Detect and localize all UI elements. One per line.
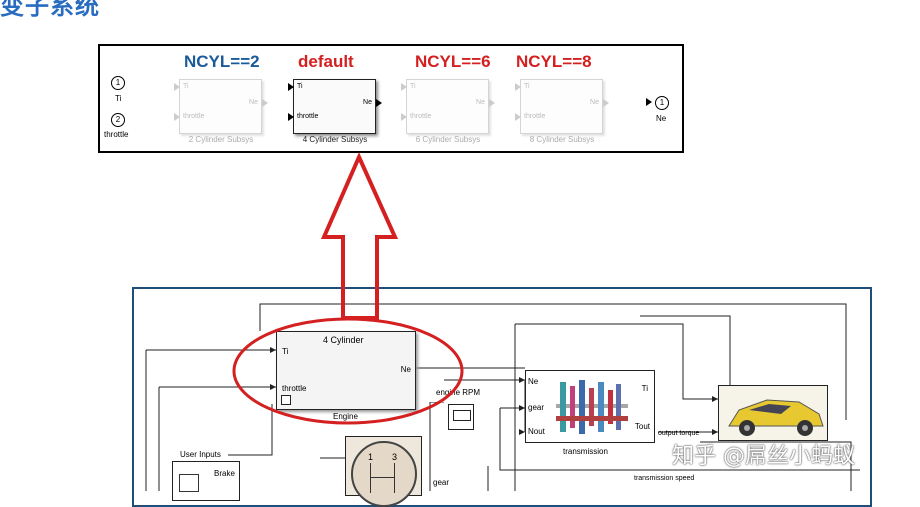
output-arrow-icon: [603, 99, 609, 107]
engine-port-throttle: throttle: [282, 384, 307, 393]
page-heading: 变子系统: [0, 0, 100, 20]
inport-throttle-label: throttle: [104, 130, 129, 139]
output-torque-label: output torque: [658, 430, 700, 437]
outport-ne[interactable]: 1: [655, 96, 669, 110]
transmission-block[interactable]: Ne gear Nout Ti Tout: [525, 370, 655, 443]
vehicle-block[interactable]: [718, 385, 828, 441]
port-throttle: throttle: [524, 113, 546, 120]
port-ti: Ti: [410, 83, 416, 90]
input-arrow-icon: [174, 113, 180, 121]
transmission-port-nout: Nout: [528, 427, 545, 436]
highlight-ellipse: [232, 317, 464, 425]
variant-condition-8: NCYL==8: [516, 52, 592, 71]
model-wiring: [145, 303, 860, 491]
engine-title: 4 Cylinder: [323, 335, 364, 345]
port-ti: Ti: [524, 83, 530, 90]
outport-arrow-icon: [646, 98, 652, 106]
gearbox-icon: [556, 380, 628, 434]
outport-ne-label: Ne: [656, 114, 667, 123]
port-ne: Ne: [590, 99, 599, 106]
transmission-port-ti: Ti: [641, 384, 648, 393]
inport-ti[interactable]: 1: [111, 76, 125, 90]
shift-label: 1: [368, 452, 374, 462]
transmission-port-ne: Ne: [528, 377, 539, 386]
watermark: 知乎 @屌丝小蚂蚁: [672, 444, 855, 469]
inport-throttle[interactable]: 2: [111, 113, 125, 127]
input-arrow-icon: [401, 83, 407, 91]
port-ti: Ti: [297, 83, 303, 90]
input-arrow-icon: [515, 83, 521, 91]
subsystem-6-cylinder[interactable]: Ti throttle Ne: [401, 79, 495, 134]
subsystem-caption: 8 Cylinder Subsys: [529, 135, 595, 144]
engine-rpm-label: engine RPM: [436, 388, 481, 397]
port-ti: Ti: [183, 83, 189, 90]
engine-port-ti: Ti: [282, 347, 289, 356]
car-icon: [719, 386, 827, 440]
output-arrow-icon: [262, 99, 268, 107]
variant-condition-6: NCYL==6: [415, 52, 491, 71]
output-arrow-icon: [376, 99, 382, 107]
input-arrow-icon: [401, 113, 407, 121]
subsystem-4-cylinder[interactable]: Ti throttle Ne: [288, 79, 382, 134]
inport-ti-label: Ti: [115, 94, 122, 103]
input-arrow-icon: [288, 83, 294, 91]
input-arrow-icon: [288, 113, 294, 121]
engine-rpm-scope[interactable]: [448, 404, 474, 430]
user-inputs-label: User Inputs: [180, 450, 221, 459]
subsystem-8-cylinder[interactable]: Ti throttle Ne: [515, 79, 609, 134]
output-arrow-icon: [489, 99, 495, 107]
port-ne: Ne: [476, 99, 485, 106]
scope-icon: [453, 410, 471, 421]
port-ne: Ne: [249, 99, 258, 106]
transmission-caption: transmission: [563, 447, 608, 456]
variant-subsystem-panel: NCYL==2 default NCYL==6 NCYL==8 1 Ti 2 t…: [98, 44, 684, 153]
gear-signal-label: gear: [433, 478, 450, 487]
subsystem-caption: 2 Cylinder Subsys: [188, 135, 254, 144]
transmission-port-gear: gear: [528, 403, 545, 412]
port-throttle: throttle: [183, 113, 205, 120]
up-arrow-icon: [320, 152, 399, 320]
engine-port-ne: Ne: [400, 365, 411, 374]
port-throttle: throttle: [297, 113, 319, 120]
engine-caption: Engine: [333, 412, 358, 421]
port-throttle: throttle: [410, 113, 432, 120]
port-ne: Ne: [363, 99, 372, 106]
variant-condition-2: NCYL==2: [184, 52, 260, 71]
transmission-speed-label: transmission speed: [634, 475, 695, 482]
subsystem-caption: 4 Cylinder Subsys: [302, 135, 368, 144]
transmission-port-tout: Tout: [634, 422, 650, 431]
highlight-overlay: [232, 152, 464, 425]
variant-condition-default: default: [298, 52, 354, 71]
subsystem-2-cylinder[interactable]: Ti throttle Ne: [174, 79, 268, 134]
input-arrow-icon: [174, 83, 180, 91]
user-inputs-port-brake: Brake: [214, 469, 235, 478]
input-arrow-icon: [515, 113, 521, 121]
subsystem-caption: 6 Cylinder Subsys: [415, 135, 481, 144]
engine-block[interactable]: 4 Cylinder Ti throttle Ne: [276, 331, 416, 410]
shift-label: 3: [392, 452, 398, 462]
subsystem-icon: [281, 395, 291, 405]
